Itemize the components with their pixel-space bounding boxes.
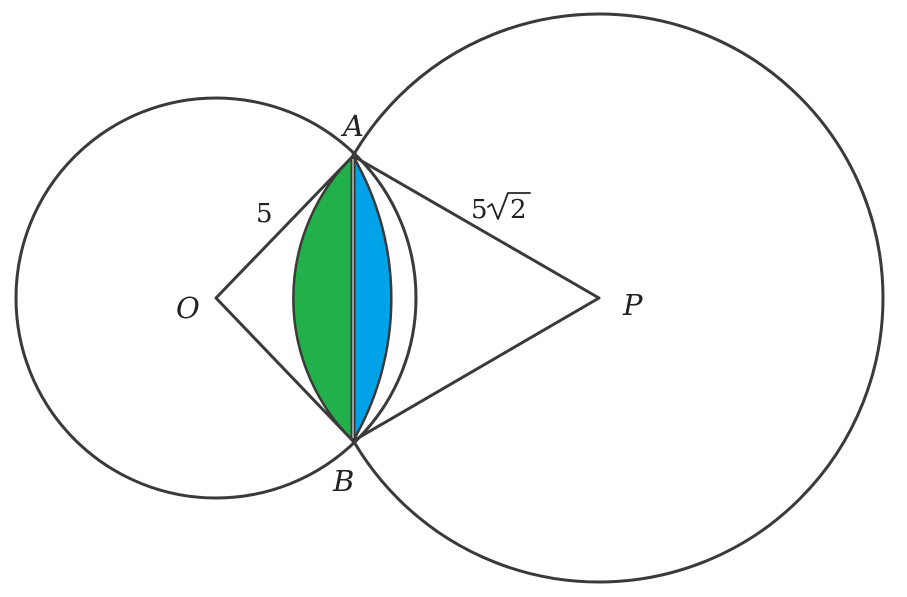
length-ap-coefficient: 5 bbox=[471, 195, 488, 225]
length-oa-label: 5 bbox=[256, 199, 273, 229]
length-ap-radicand: 2 bbox=[510, 195, 527, 225]
kite-oapb bbox=[214, 154, 601, 443]
lens-left-region bbox=[292, 153, 355, 444]
label-o: O bbox=[176, 291, 200, 325]
length-ap-label: 5 2 bbox=[471, 192, 531, 225]
lens-right-region bbox=[351, 151, 393, 446]
circle-o bbox=[14, 96, 418, 500]
label-b: B bbox=[332, 464, 354, 498]
label-p: P bbox=[622, 288, 643, 322]
label-a: A bbox=[340, 109, 364, 143]
sqrt-radical-sign bbox=[487, 192, 531, 220]
